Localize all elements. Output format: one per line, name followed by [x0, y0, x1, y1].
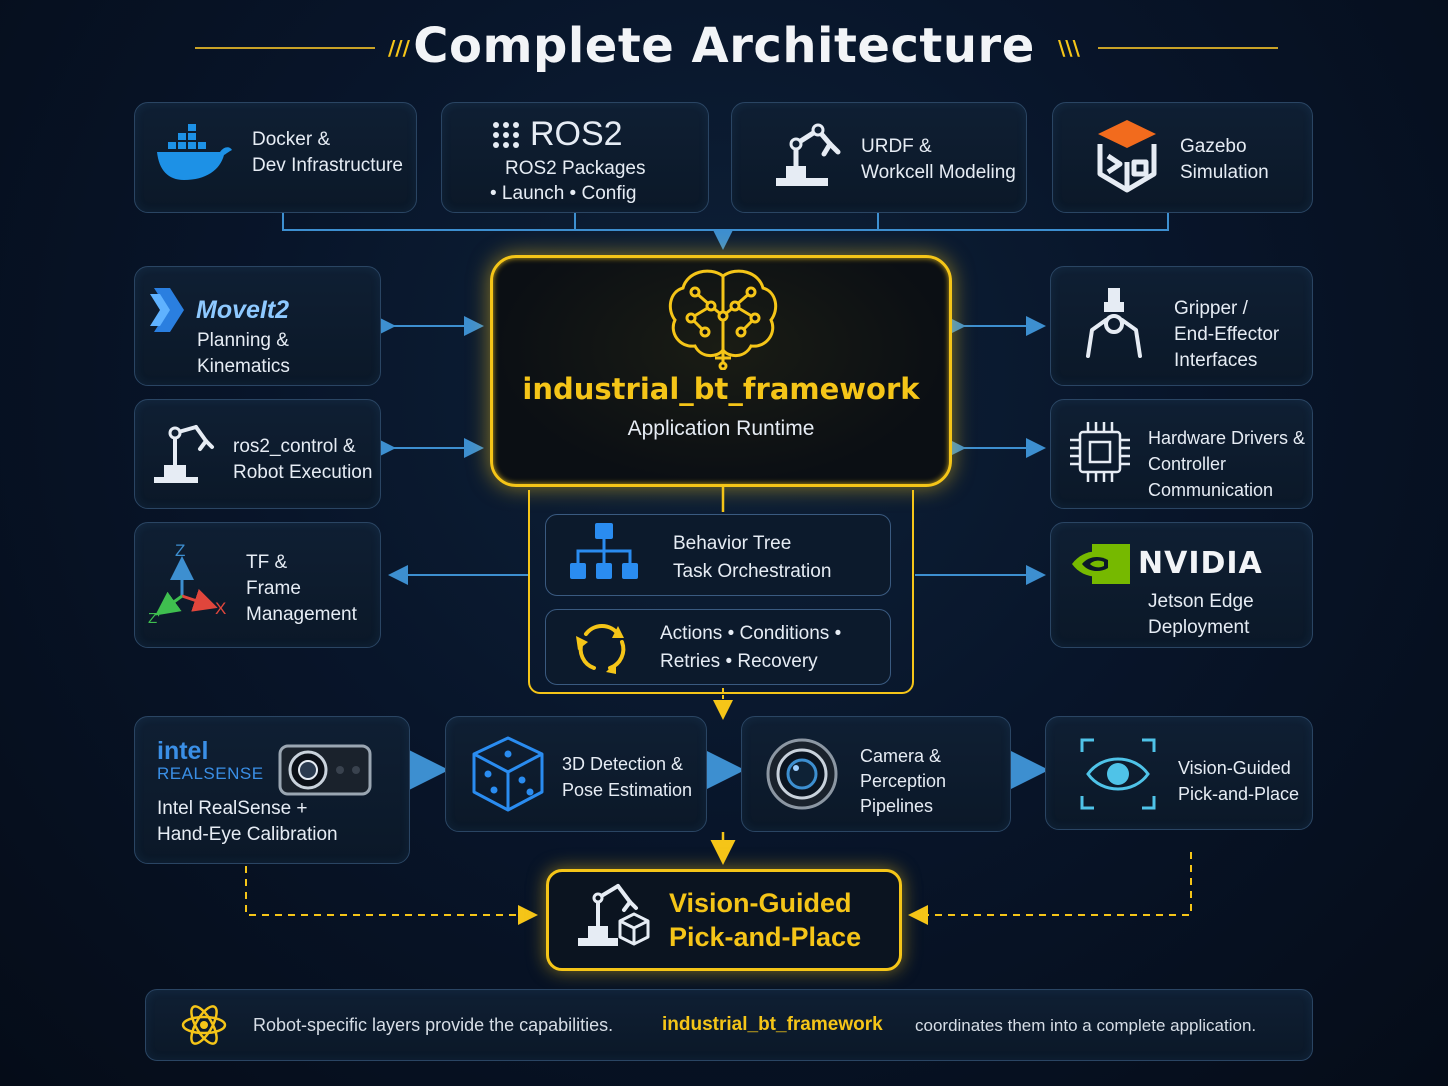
ros2-control-line2: Robot Execution [233, 462, 373, 483]
final-line2: Pick-and-Place [669, 922, 862, 952]
footer-banner [145, 989, 1313, 1061]
ros2-card [441, 102, 709, 213]
moveit-card [134, 266, 381, 386]
docker-whale-icon [157, 124, 232, 180]
ros2-control-line1: ros2_control & [233, 436, 356, 457]
behavior-tree-line1: Behavior Tree [673, 533, 792, 554]
tf-line1: TF & [246, 552, 288, 573]
hub-title: industrial_bt_framework [522, 372, 920, 406]
urdf-line2: Workcell Modeling [861, 162, 1016, 183]
moveit-line1: Planning & [197, 330, 289, 351]
actions-line1: Actions • Conditions • [660, 623, 842, 644]
tree-hierarchy-icon [570, 523, 638, 579]
gripper-card [1050, 266, 1313, 386]
camera-line3: Pipelines [860, 796, 934, 816]
footer-text-part2: coordinates them into a complete applica… [915, 1016, 1257, 1035]
actions-card [545, 609, 891, 685]
intel-logo: intel [157, 737, 209, 765]
hardware-line1: Hardware Drivers & [1148, 428, 1306, 448]
ros-dots-icon [493, 122, 519, 148]
nvidia-line1: Jetson Edge [1148, 591, 1254, 612]
tf-axis-z-prime-label: Z' [148, 610, 161, 627]
behavior-tree-line2: Task Orchestration [673, 561, 832, 582]
industrial-bt-framework-hub [490, 255, 952, 487]
realsense-logo: REALSENSE [157, 764, 264, 783]
hardware-line2: Controller [1148, 454, 1227, 474]
camera-line1: Camera & [860, 746, 942, 766]
title-slash-left-icon: /// [388, 36, 410, 60]
vision-guided-line1: Vision-Guided [1178, 758, 1291, 778]
nvidia-line2: Deployment [1148, 617, 1250, 638]
gazebo-card [1052, 102, 1313, 213]
urdf-line1: URDF & [861, 136, 932, 157]
hardware-card [1050, 399, 1313, 509]
ros2-line1: ROS2 Packages [505, 158, 646, 179]
tf-line2: Frame [246, 578, 301, 599]
actions-line2: Retries • Recovery [660, 651, 818, 672]
ros2-control-arm-icon [154, 425, 214, 483]
tf-axis-x-label: X [215, 599, 227, 618]
vision-guided-line2: Pick-and-Place [1178, 784, 1300, 804]
gazebo-line1: Gazebo [1180, 136, 1247, 157]
moveit-logo: MoveIt2 [196, 296, 290, 324]
realsense-line1: Intel RealSense + [157, 798, 308, 819]
eye-scan-icon [1080, 738, 1156, 810]
gazebo-cube-icon [1097, 120, 1157, 193]
page-title: Complete Architecture [413, 18, 1035, 74]
ros2-line2: • Launch • Config [490, 183, 637, 204]
gazebo-line2: Simulation [1180, 162, 1269, 183]
nvidia-logo: NVIDIA [1138, 546, 1263, 581]
final-line1: Vision-Guided [669, 888, 852, 918]
brain-network-icon [668, 269, 778, 370]
dice-cube-icon [472, 736, 544, 812]
ros2-logo: ROS2 [530, 115, 623, 153]
camera-lens-icon [766, 738, 838, 810]
detection-line1: 3D Detection & [562, 754, 684, 774]
chip-icon [1070, 422, 1130, 482]
behavior-tree-container [528, 490, 914, 694]
docker-line2: Dev Infrastructure [252, 155, 403, 176]
cycle-arrows-icon [576, 624, 626, 674]
gripper-line2: End-Effector [1174, 324, 1280, 345]
gripper-line1: Gripper / [1174, 298, 1248, 319]
camera-line2: Perception [860, 771, 947, 791]
atom-icon [181, 1005, 227, 1045]
robot-arm-icon [776, 123, 841, 186]
final-pick-and-place-box [546, 869, 902, 971]
gripper-line3: Interfaces [1174, 350, 1258, 371]
docker-line1: Docker & [252, 129, 331, 150]
title-slash-right-icon: \\\ [1058, 36, 1080, 60]
depth-camera-icon [278, 744, 372, 796]
moveit-line2: Kinematics [197, 356, 290, 377]
tf-card [134, 522, 381, 648]
realsense-line2: Hand-Eye Calibration [157, 824, 338, 845]
tf-axes-icon [155, 556, 218, 616]
gripper-icon [1086, 288, 1142, 358]
nvidia-card [1050, 522, 1313, 648]
urdf-card [731, 102, 1027, 213]
footer-text-part1: Robot-specific layers provide the capabi… [253, 1015, 614, 1035]
tf-axis-z-label: Z [175, 541, 186, 560]
moveit-logo-icon [150, 288, 184, 332]
tf-line3: Management [246, 604, 357, 625]
detection-line2: Pose Estimation [562, 780, 693, 800]
nvidia-eye-icon [1072, 544, 1130, 584]
hardware-line3: Communication [1148, 480, 1274, 500]
robot-arm-cube-icon [578, 884, 650, 946]
footer-highlight: industrial_bt_framework [662, 1014, 883, 1035]
hub-subtitle: Application Runtime [627, 417, 815, 440]
